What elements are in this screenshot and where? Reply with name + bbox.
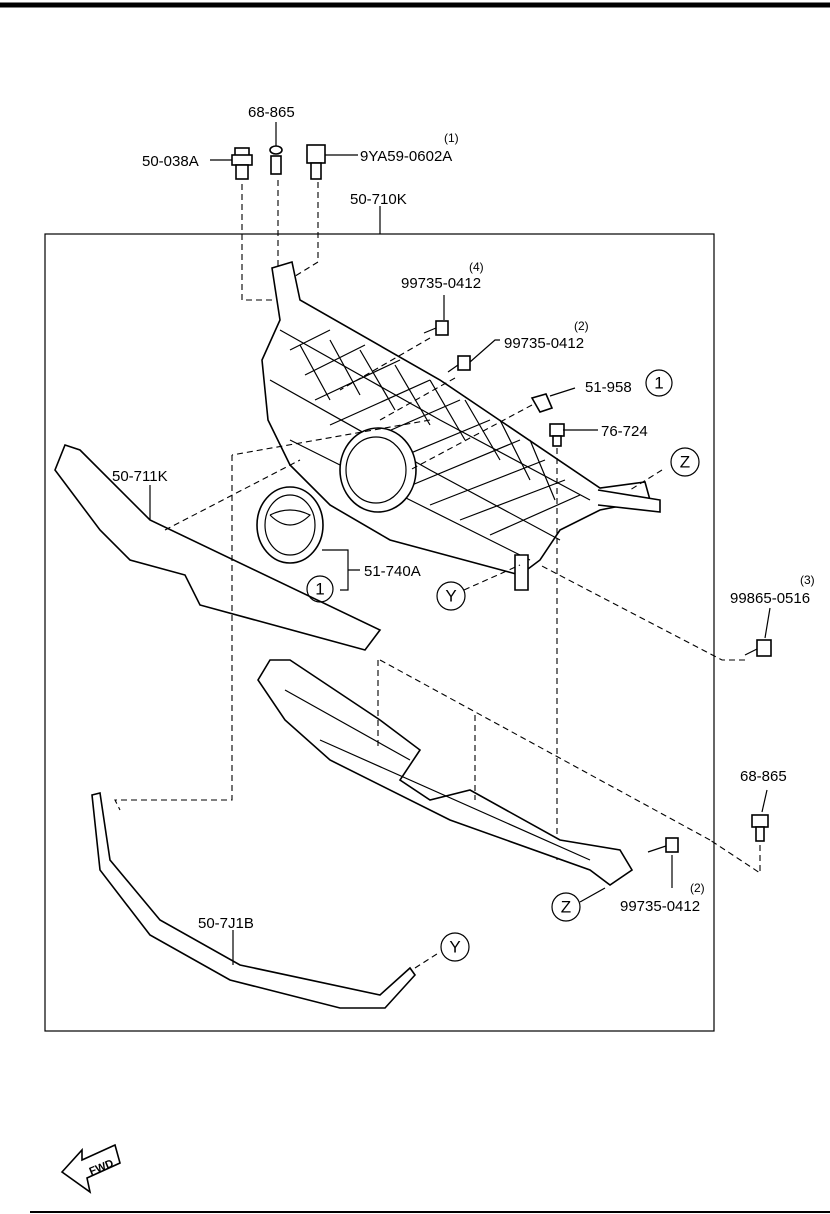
qty-99865: (3) xyxy=(800,573,815,587)
circle-y-bottom xyxy=(440,932,470,962)
qty-99735-b: (2) xyxy=(574,319,589,333)
bolt-99735-a xyxy=(423,320,449,336)
rivet-68-865-top xyxy=(269,145,283,175)
circle-text-y-top: Y xyxy=(445,587,456,606)
circle-z-bottom xyxy=(551,892,581,922)
fwd-arrow-icon xyxy=(60,1143,121,1194)
circle-y-top xyxy=(436,581,466,611)
circle-51-740A xyxy=(306,575,334,603)
label-51-958: 51-958 xyxy=(585,379,632,396)
screw-76-724 xyxy=(549,423,565,447)
qty-99735-a: (4) xyxy=(469,260,484,274)
bolt-99735-c xyxy=(647,837,679,853)
circle-text-y-bottom: Y xyxy=(449,938,460,957)
bolt-99735-b xyxy=(447,355,471,373)
circle-text-51-958: 1 xyxy=(654,374,663,393)
label-99735-b: 99735-0412 xyxy=(504,335,584,352)
label-50-710K: 50-710K xyxy=(350,191,407,208)
circle-51-958 xyxy=(645,369,673,397)
lower-panel xyxy=(257,659,634,886)
label-50-7J1B: 50-7J1B xyxy=(198,915,254,932)
emblem-51-740A xyxy=(256,486,324,564)
rivet-68-865-right xyxy=(751,814,769,842)
bolt-9YA59 xyxy=(306,144,326,180)
circle-text-z-bottom: Z xyxy=(561,898,571,917)
label-99735-c: 99735-0412 xyxy=(620,898,700,915)
label-51-740A: 51-740A xyxy=(364,563,421,580)
label-50-711K: 50-711K xyxy=(112,468,168,485)
bolt-99865-0516 xyxy=(744,639,772,657)
circle-text-51-740A: 1 xyxy=(315,580,324,599)
circle-z-top xyxy=(670,447,700,477)
label-50-038A: 50-038A xyxy=(142,153,199,170)
circle-text-z-top: Z xyxy=(680,453,690,472)
clip-50-038A xyxy=(231,147,253,180)
garnish-50-711K xyxy=(54,444,382,651)
label-99865-0516: 99865-0516 xyxy=(730,590,810,607)
label-99735-a: 99735-0412 xyxy=(401,275,481,292)
grille-50-710K xyxy=(261,260,661,591)
qty-9YA59: (1) xyxy=(444,131,459,145)
label-68-865-right: 68-865 xyxy=(740,768,787,785)
moulding-50-7J1B xyxy=(91,792,417,1009)
label-68-865-top: 68-865 xyxy=(248,104,295,121)
label-9YA59-0602A: 9YA59-0602A xyxy=(360,148,452,165)
label-76-724: 76-724 xyxy=(601,423,648,440)
clip-51-958 xyxy=(530,393,554,413)
qty-99735-c: (2) xyxy=(690,881,705,895)
